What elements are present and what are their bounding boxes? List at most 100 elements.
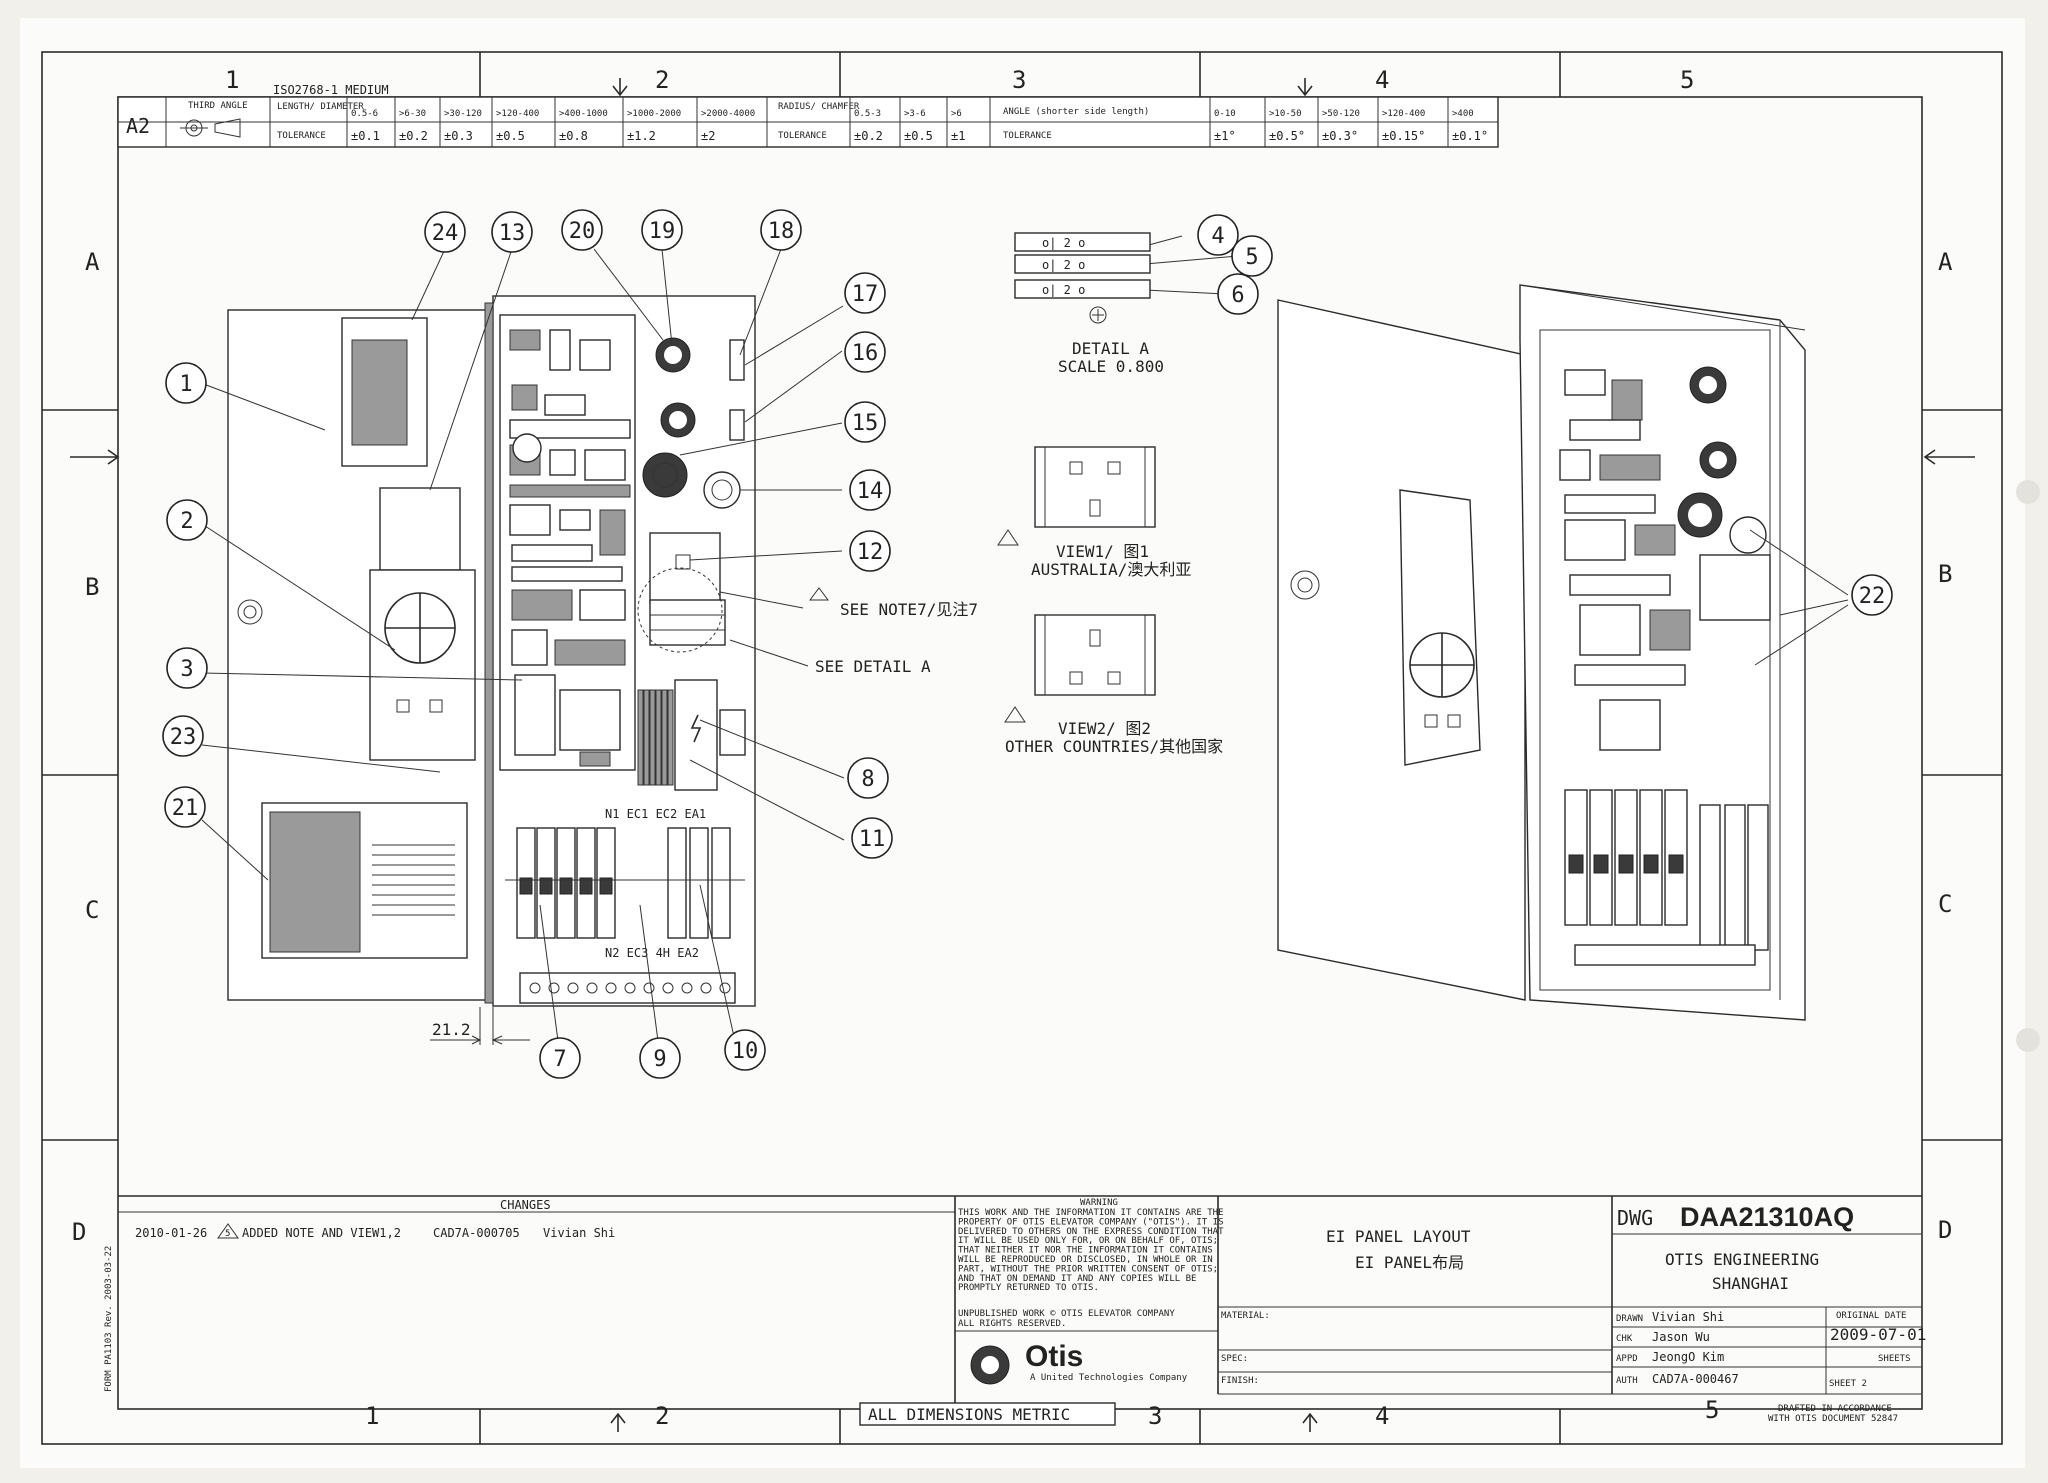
callout-19-circle [641, 209, 683, 251]
earth-hole [529, 982, 541, 994]
callout-10-circle [724, 1029, 766, 1071]
earth-hole [681, 982, 693, 994]
iso-board-component [1649, 609, 1691, 651]
sheet-number: SHEET 2 [1829, 1379, 1867, 1389]
length-tolerance: ±2 [701, 129, 715, 143]
original-date: 2009-07-01 [1830, 1325, 1926, 1344]
length-tolerance: ±0.3 [444, 129, 473, 143]
door-lock [237, 599, 263, 625]
warning-line: PART, WITHOUT THE PRIOR WRITTEN CONSENT … [958, 1264, 1218, 1274]
detail-switch-6 [1014, 279, 1151, 299]
detail-switch-6-text: o| 2 o [1042, 283, 1085, 297]
metric-note: ALL DIMENSIONS METRIC [868, 1405, 1070, 1424]
dimension-value: 21.2 [432, 1020, 471, 1039]
sheets-label: SHEETS [1878, 1354, 1911, 1364]
dwg-label: DWG [1617, 1206, 1653, 1230]
form-id: FORM PA1103 Rev. 2003-03-22 [104, 1246, 114, 1392]
changes-header: CHANGES [500, 1198, 551, 1212]
earth-hole [548, 982, 560, 994]
length-tolerance: ±0.8 [559, 129, 588, 143]
iso-board-component [1564, 519, 1626, 561]
terminal [661, 689, 668, 786]
board-component [511, 544, 593, 562]
angle-range: >120-400 [1382, 109, 1425, 119]
board-component [511, 629, 548, 666]
iso-board-components [1559, 369, 1691, 751]
breaker-toggle [559, 877, 573, 895]
rev-triangle-note [809, 587, 829, 601]
emergency-stop [642, 452, 688, 498]
board-component [544, 394, 586, 416]
board-component [511, 384, 538, 411]
change-ref: CAD7A-000705 [433, 1226, 520, 1240]
callout-17-circle [844, 272, 886, 314]
breaker [711, 827, 731, 939]
callout-19: 19 [649, 219, 676, 244]
breaker-toggle [519, 877, 533, 895]
iso-breaker-toggle [1568, 854, 1584, 874]
warning-line: THAT NEITHER IT NOR THE INFORMATION IT C… [958, 1246, 1213, 1256]
iso-board-component [1569, 574, 1671, 596]
leader-lines [200, 235, 1239, 1057]
angle-tolerance: ±0.1° [1452, 129, 1488, 143]
angle-cells: 0-10±1°>10-50±0.5°>50-120±0.3°>120-400±0… [1209, 97, 1488, 147]
breaker-toggle [539, 877, 553, 895]
board-component [549, 329, 571, 371]
iso-breaker-toggle [1643, 854, 1659, 874]
tolerance-table: ISO2768-1 MEDIUM A2 THIRD ANGLE LENGTH/ … [117, 83, 1499, 148]
leader-22 [1749, 529, 1849, 666]
rev-triangle-view1 [997, 529, 1019, 546]
callout-12: 12 [857, 540, 884, 565]
iso-breaker-toggle [1668, 854, 1684, 874]
length-tolerance: ±0.1 [351, 129, 380, 143]
board-capacitor [512, 433, 542, 463]
zone-row-c-right: C [1938, 890, 1952, 918]
fan-housing [369, 569, 476, 761]
detail-switch-5-text: o| 2 o [1042, 258, 1085, 272]
iso-interior [1539, 329, 1771, 991]
warning-line: THIS WORK AND THE INFORMATION IT CONTAIN… [958, 1208, 1224, 1218]
outer-border [41, 51, 2003, 1445]
isometric-view [1277, 284, 1806, 1021]
radius-header: RADIUS/ CHAMFER [778, 102, 860, 112]
view1-subtitle: AUSTRALIA/澳大利亚 [1031, 560, 1191, 579]
length-range: >400-1000 [559, 109, 608, 119]
zone-row-d-left: D [72, 1218, 86, 1246]
checked-by: Jason Wu [1652, 1330, 1710, 1344]
callout-21: 21 [172, 796, 199, 821]
earth-hole [624, 982, 636, 994]
change-text: ADDED NOTE AND VIEW1,2 [242, 1226, 401, 1240]
iso-board-component [1599, 454, 1661, 481]
callout-2-circle [166, 499, 208, 541]
board-component [509, 504, 551, 536]
detail-a-circle [637, 567, 723, 653]
length-range: >30-120 [444, 109, 482, 119]
socket-view-1 [1034, 446, 1156, 528]
iso-board-component [1634, 524, 1676, 556]
length-range: 0.5-6 [351, 109, 378, 119]
angle-tolerance: ±0.15° [1382, 129, 1425, 143]
view2-title: VIEW2/ 图2 [1058, 719, 1151, 738]
board-component [509, 329, 541, 351]
iso-standard: ISO2768-1 MEDIUM [273, 83, 389, 97]
angle-tolerance: ±0.5° [1269, 129, 1305, 143]
callout-2: 2 [180, 509, 193, 534]
radius-range: >3-6 [904, 109, 926, 119]
zone-col-2-bottom: 2 [655, 1402, 669, 1430]
iso-breakers [1564, 789, 1769, 966]
iso-board-component [1579, 604, 1641, 656]
callout-24: 24 [432, 221, 459, 246]
callout-11-circle [851, 817, 893, 859]
board-component [549, 449, 576, 476]
zone-col-2-top: 2 [655, 66, 669, 94]
breaker-toggle [579, 877, 593, 895]
view-1: VIEW1/ 图1 AUSTRALIA/澳大利亚 [997, 446, 1191, 579]
breaker-toggle [599, 877, 613, 895]
callout-24-circle [424, 211, 466, 253]
callout-4-circle [1197, 214, 1239, 256]
length-range: >2000-4000 [701, 109, 755, 119]
board-component [514, 674, 556, 756]
length-range: >120-400 [496, 109, 539, 119]
